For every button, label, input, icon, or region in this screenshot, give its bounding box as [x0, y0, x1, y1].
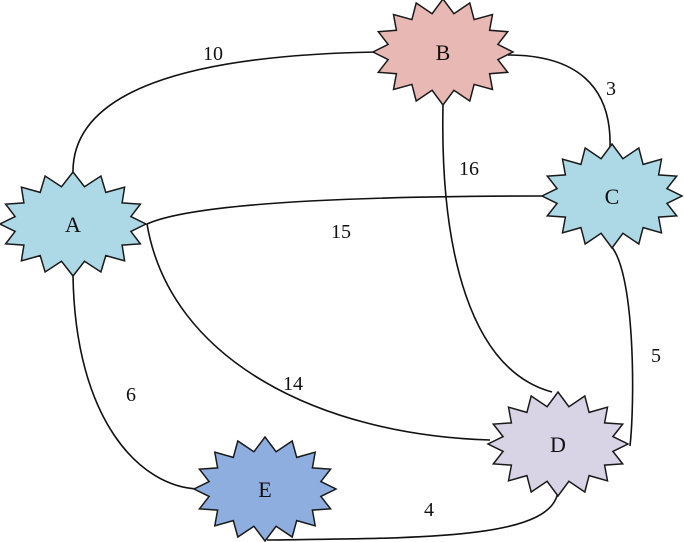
edge-weight-a-d: 14 — [283, 373, 303, 395]
node-a: A — [0, 170, 148, 278]
edge-a-d — [146, 223, 491, 441]
node-d-shape — [486, 390, 630, 498]
node-c: C — [540, 142, 684, 250]
edge-weight-c-d: 5 — [651, 345, 661, 367]
node-e: E — [192, 435, 338, 542]
edge-weight-b-c: 3 — [606, 78, 616, 100]
edge-b-d — [442, 104, 553, 393]
edge-weight-a-e: 6 — [126, 384, 136, 406]
node-b: B — [371, 0, 515, 107]
node-c-shape — [540, 142, 684, 250]
edge-b-c — [507, 54, 611, 149]
node-b-shape — [371, 0, 515, 107]
node-d-label: D — [550, 432, 566, 457]
edge-labels: 10 3 16 15 14 5 6 4 — [126, 43, 661, 521]
edge-weight-e-d: 4 — [424, 499, 434, 521]
node-e-shape — [192, 435, 338, 542]
edge-weight-b-d: 16 — [459, 158, 479, 180]
edge-weight-a-c: 15 — [331, 221, 351, 243]
edges-layer — [72, 51, 634, 541]
node-c-label: C — [605, 184, 620, 209]
edge-a-c — [146, 195, 549, 225]
node-b-label: B — [436, 40, 451, 65]
edge-a-b — [72, 51, 379, 176]
node-d: D — [486, 390, 630, 498]
node-e-label: E — [258, 477, 271, 502]
edge-e-d — [266, 489, 559, 541]
edge-c-d — [609, 244, 634, 447]
edge-weight-a-b: 10 — [203, 43, 223, 65]
node-a-label: A — [65, 212, 81, 237]
node-a-shape — [0, 170, 148, 278]
edge-a-e — [72, 274, 199, 490]
